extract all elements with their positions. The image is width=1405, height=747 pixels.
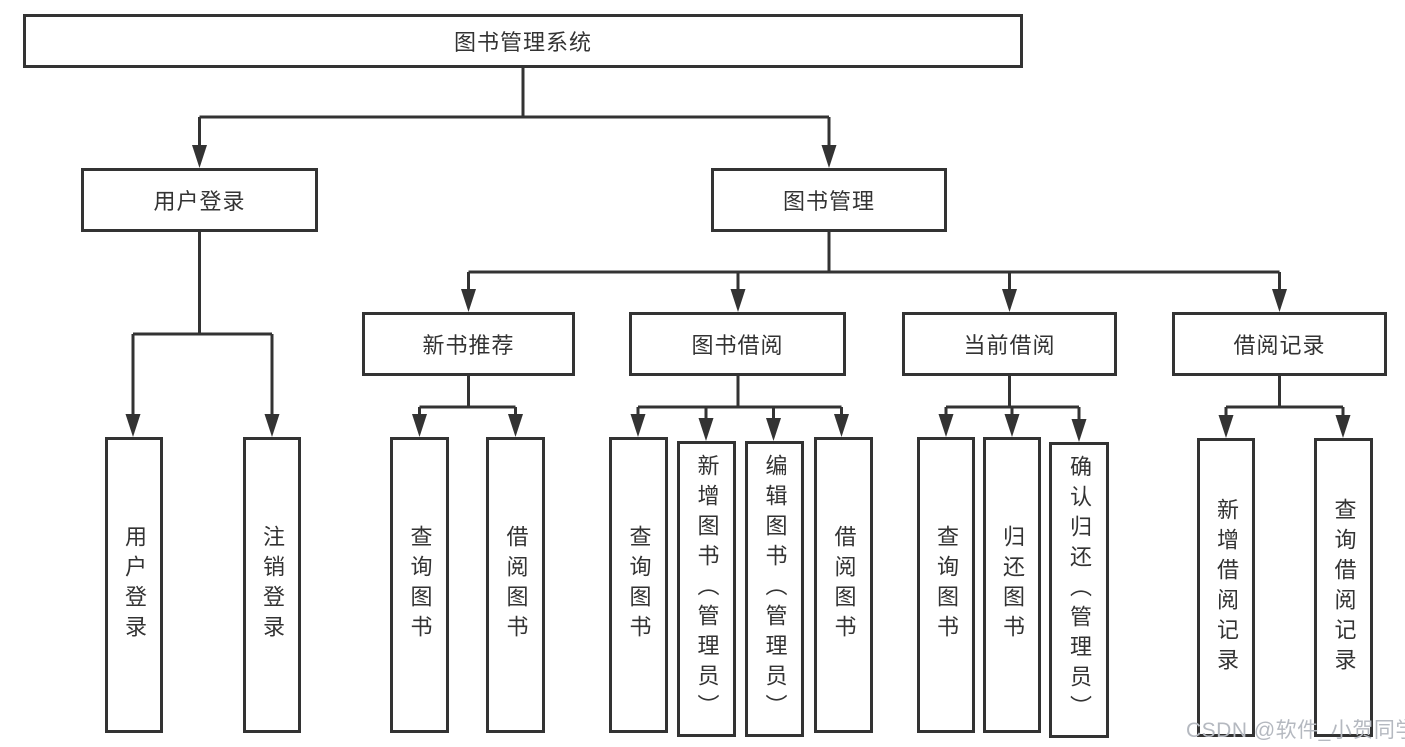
arrow-down-icon <box>1218 415 1234 438</box>
arrow-down-icon <box>1002 289 1017 312</box>
node-label: 借阅图书 <box>831 525 857 645</box>
csdn-watermark: CSDN @软件_小贺同学 <box>1186 719 1405 742</box>
leaf-add-books-admin: 新增图书（管理员） <box>677 441 736 737</box>
node-label: 图书管理 <box>782 189 875 214</box>
node-label: 图书借阅 <box>691 333 784 358</box>
connector-root-to-level2 <box>198 68 831 148</box>
arrow-down-icon <box>1335 415 1351 438</box>
node-label: 查询图书 <box>934 525 959 645</box>
leaf-borrow-books: 借阅图书 <box>486 437 545 733</box>
leaf-query-books: 查询图书 <box>390 437 449 733</box>
connector-new-book-to-leaves <box>418 376 517 418</box>
node-new-book-recommend: 新书推荐 <box>362 312 575 376</box>
connector-book-management-to-level3 <box>467 232 1281 293</box>
node-label: 当前借阅 <box>963 333 1056 358</box>
arrow-down-icon <box>766 418 781 441</box>
connector-user-login-to-leaves <box>131 232 274 418</box>
node-label: 查询图书 <box>626 525 652 645</box>
arrow-down-icon <box>461 289 476 312</box>
node-label: 新书推荐 <box>422 333 515 358</box>
arrow-down-icon <box>821 145 837 168</box>
node-label: 新增借阅记录 <box>1214 497 1239 678</box>
leaf-edit-books-admin: 编辑图书（管理员） <box>745 441 804 737</box>
node-book-management: 图书管理 <box>711 168 947 232</box>
leaf-query-books: 查询图书 <box>609 437 668 733</box>
arrow-down-icon <box>125 414 141 437</box>
node-label: 新增图书（管理员） <box>694 454 720 724</box>
leaf-logout: 注销登录 <box>243 437 301 733</box>
connector-current-borrow-to-leaves <box>944 376 1081 423</box>
node-label: 查询图书 <box>407 525 433 645</box>
arrowheads <box>125 145 1351 442</box>
node-current-borrow: 当前借阅 <box>902 312 1117 376</box>
node-book-borrow: 图书借阅 <box>629 312 846 376</box>
node-label: 注销登录 <box>260 525 285 645</box>
arrow-down-icon <box>1272 289 1287 312</box>
leaf-query-books: 查询图书 <box>917 437 975 733</box>
arrow-down-icon <box>698 418 714 441</box>
arrow-down-icon <box>1004 414 1020 437</box>
arrow-down-icon <box>630 414 646 437</box>
arrow-down-icon <box>508 414 523 437</box>
arrow-down-icon <box>264 414 280 437</box>
leaf-return-books: 归还图书 <box>983 437 1041 733</box>
arrow-down-icon <box>192 145 207 168</box>
arrow-down-icon <box>412 414 427 437</box>
arrow-down-icon <box>730 289 746 312</box>
node-borrow-record: 借阅记录 <box>1172 312 1387 376</box>
leaf-query-borrow-record: 查询借阅记录 <box>1314 438 1373 737</box>
arrow-down-icon <box>834 414 849 437</box>
leaf-confirm-return-admin: 确认归还（管理员） <box>1049 442 1109 738</box>
node-library-management-system: 图书管理系统 <box>23 14 1023 68</box>
node-label: 用户登录 <box>122 525 147 645</box>
leaf-user-login: 用户登录 <box>105 437 163 733</box>
connector-borrow-record-to-leaves <box>1224 376 1345 419</box>
arrow-down-icon <box>938 414 954 437</box>
node-label: 查询借阅记录 <box>1331 497 1357 678</box>
node-label: 图书管理系统 <box>453 30 592 55</box>
node-label: 借阅图书 <box>503 525 529 645</box>
node-label: 编辑图书（管理员） <box>762 454 788 724</box>
connector-book-borrow-to-leaves <box>636 376 843 422</box>
node-user-login: 用户登录 <box>81 168 318 232</box>
node-label: 用户登录 <box>153 189 246 214</box>
leaf-borrow-books: 借阅图书 <box>814 437 873 733</box>
node-label: 借阅记录 <box>1233 333 1326 358</box>
arrow-down-icon <box>1071 419 1087 442</box>
leaf-add-borrow-record: 新增借阅记录 <box>1197 438 1255 737</box>
node-label: 归还图书 <box>1000 525 1025 645</box>
node-label: 确认归还（管理员） <box>1067 455 1092 725</box>
